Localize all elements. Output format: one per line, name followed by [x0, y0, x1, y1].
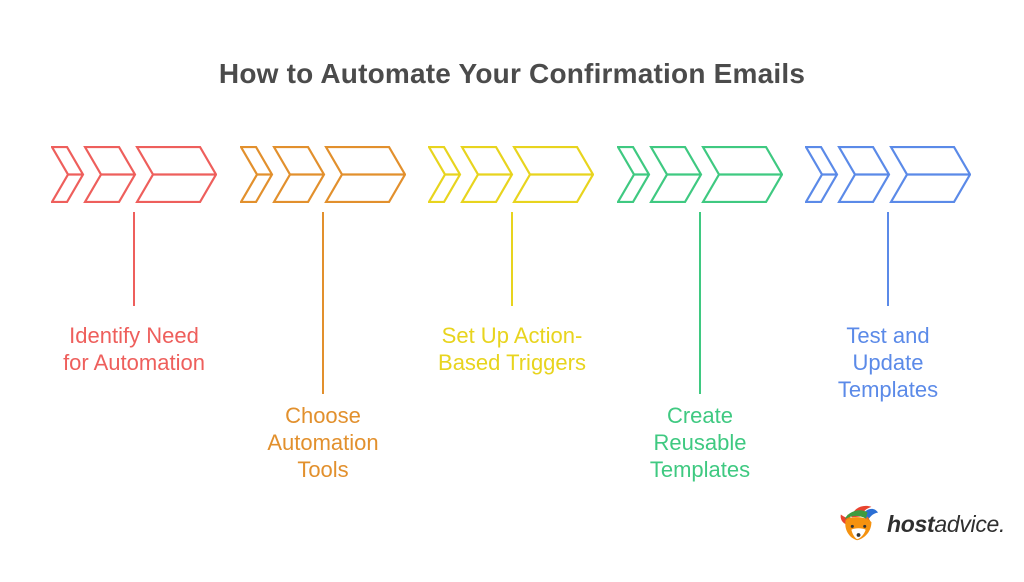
chevron-arrows-icon — [51, 146, 217, 203]
connector-line — [511, 212, 513, 306]
logo-wordmark: hostadvice. — [887, 511, 1005, 538]
chevron-arrows-icon — [428, 146, 594, 203]
page-title: How to Automate Your Confirmation Emails — [218, 58, 806, 89]
step-label: Test and Update Templates — [837, 323, 939, 402]
chevron-arrows-icon — [805, 146, 971, 203]
hostadvice-logo: hostadvice. — [838, 503, 1005, 545]
connector-line — [133, 212, 135, 306]
chevron-arrows-icon — [617, 146, 783, 203]
logo-word-advice: advice. — [934, 510, 1006, 537]
connector-line — [887, 212, 889, 306]
step-label: Choose Automation Tools — [267, 403, 379, 482]
chevron-arrows-icon — [240, 146, 406, 203]
step-label: Create Reusable Templates — [649, 403, 751, 482]
fox-mascot-icon — [840, 505, 879, 541]
step-label: Set Up Action- Based Triggers — [438, 323, 586, 375]
step-label: Identify Need for Automation — [63, 323, 205, 375]
logo-word-host: host — [887, 510, 935, 537]
connector-line — [322, 212, 324, 394]
connector-line — [699, 212, 701, 394]
